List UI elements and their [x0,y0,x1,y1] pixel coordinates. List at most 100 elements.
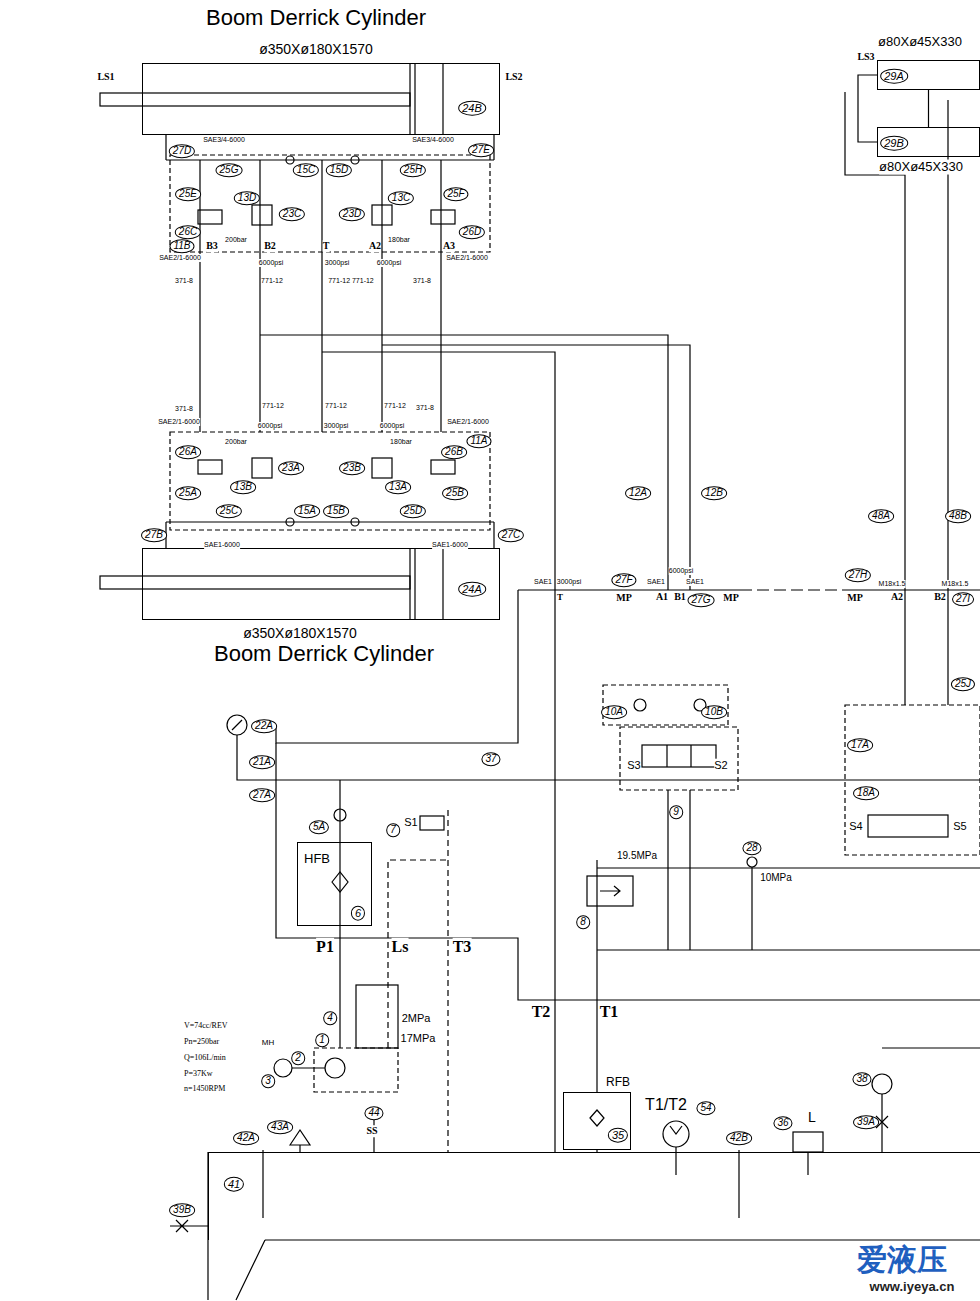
label-text: S3 [627,759,640,772]
valve-symbol [642,745,716,767]
callout-number: 3 [261,1074,275,1088]
label-text: 6000psi [258,422,283,430]
pipe-line [740,589,850,590]
label-text: 6000psi [377,259,402,267]
callout-number: 23B [339,461,365,475]
label-text: S2 [714,759,727,772]
pipe-line [388,860,448,1048]
label-text: Pn=250bar [184,1037,219,1046]
component-symbol [286,156,294,164]
label-text: SAE1-6000 [432,541,468,549]
label-text: 771-12 [325,402,347,410]
valve-symbol [314,1048,398,1092]
valve-symbol [100,93,410,106]
label-text: LS1 [97,71,114,83]
callout-number: 54 [696,1101,715,1115]
pipe-line [290,1130,310,1145]
pipe-connector [928,90,929,127]
label-text: HFB [304,852,330,867]
label-text: 371-8 [175,277,193,285]
label-text: 6000psi [669,567,694,575]
component-symbol [286,518,294,526]
label-text: B2 [264,240,276,252]
pipe-line [668,790,690,950]
label-text: P=37Kw [184,1069,213,1078]
pipe-line [518,589,980,590]
callout-number: 43A [267,1120,293,1134]
label-text: SS [366,1125,377,1137]
label-text: B3 [206,240,218,252]
label-text: 2MPa [402,1012,431,1025]
pipe-line [208,1152,980,1300]
callout-number: 1 [315,1033,329,1047]
callout-number: 27C [498,528,524,542]
pipe-line [600,886,620,896]
label-text: M18x1.5 [942,580,969,588]
label-text: MP [616,592,632,604]
pipe-line [170,1220,208,1232]
pipe-line [414,63,415,135]
label-text: 771-12 [261,277,283,285]
label-text: SAE2/1-6000 [159,254,201,262]
callout-number: 10B [701,705,727,719]
label-text: MP [847,592,863,604]
pipe-line [237,735,276,780]
pipe-line [332,872,348,892]
label-text: SAE1-6000 [204,541,240,549]
callout-number: 27B [141,528,167,542]
callout-number: 4 [323,1011,337,1025]
label-text: 200bar [225,236,247,244]
callout-number: 27G [688,593,715,607]
callout-number: 18A [853,786,879,800]
label-text: B1 [674,591,686,603]
component-box: HFB6 [297,842,372,926]
callout-number: 21A [249,755,275,769]
label-text: A2 [369,240,381,252]
callout-number: 24B [458,101,486,116]
callout-number: 25C [216,504,242,518]
label-text: 10MPa [760,872,792,884]
callout-number: 25H [400,163,426,177]
label-text: V=74cc/REV [184,1021,228,1030]
pipe-line [166,135,494,160]
callout-number: 11B [169,239,194,253]
callout-number: 26A [175,445,201,459]
label-text: ø80Xø45X330 [878,35,962,50]
label-text: 180bar [388,236,410,244]
pipe-line [339,780,340,1048]
label-text: A3 [443,240,455,252]
component-box: 29B [877,127,980,157]
valve-symbol [620,727,738,790]
label-text: M18x1.5 [879,580,906,588]
valve-symbol [431,210,455,224]
label-text: 6000psi [259,259,284,267]
component-symbol [334,809,346,821]
callout-number: 12A [625,486,651,500]
title-text: Boom Derrick Cylinder [206,5,426,30]
label-text: 3000psi [324,422,349,430]
callout-number: 15B [323,504,349,518]
valve-symbol [793,1132,823,1152]
callout-number: 27F [611,573,636,587]
label-text: LS2 [505,71,522,83]
label-text: ø350Xø180X1570 [243,625,357,641]
callout-number: 13C [388,191,414,205]
callout-number: 22A [251,719,277,733]
callout-number: 7 [386,823,400,837]
callout-number: 12B [701,486,727,500]
valve-symbol [252,205,272,225]
label-text: 771-12 [262,402,284,410]
label-text: 771-12 [384,402,406,410]
label-text: T [557,592,563,602]
callout-number: 25F [443,187,468,201]
valve-symbol [170,155,490,252]
title-text: Boom Derrick Cylinder [214,641,434,666]
callout-number: 17A [847,738,873,752]
callout-number: 13B [230,480,256,494]
callout-number: 5A [309,820,329,834]
valve-symbol [356,985,398,1048]
callout-number: 48B [945,509,971,523]
label-text: 200bar [225,438,247,446]
